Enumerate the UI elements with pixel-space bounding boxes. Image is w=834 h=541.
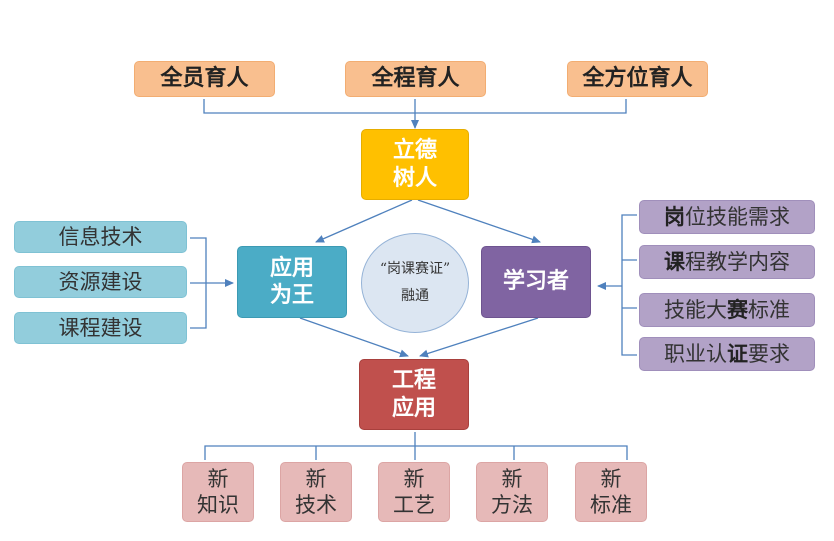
bottom-box-xinfangfa: 新 方法 [476,462,548,522]
top-box-quanyuan: 全员育人 [134,61,275,97]
right-label-jinengdasai: 技能大赛标准 [664,297,790,323]
arrow-lide-xuexizhe [417,199,541,244]
right-bold-gang: 岗 [664,204,685,229]
bottom-bracket [204,432,628,460]
node-lide-line1: 立德 [392,138,437,163]
left-box-ziyuanjianshe: 资源建设 [14,266,187,298]
right-rest-sai: 标准 [748,297,790,322]
node-xuexizhe-label: 学习者 [502,269,569,295]
bottom-line2: 工艺 [393,493,435,517]
bottom-line2: 标准 [590,493,632,517]
bottom-box-xinzhishi: 新 知识 [182,462,254,522]
right-bold-ke: 课 [664,249,685,274]
right-box-kecheng: 课程教学内容 [639,245,815,279]
right-label-gangwei: 岗位技能需求 [664,204,790,230]
left-label-xinxijishu: 信息技术 [58,224,143,249]
top-box-quanfangwei: 全方位育人 [567,61,708,97]
left-bracket [190,237,207,329]
right-pre-zheng: 职业认 [664,341,727,366]
right-bracket [621,214,637,356]
right-box-zhiyerenzheng: 职业认证要求 [639,337,815,371]
bottom-line2: 技术 [295,493,337,517]
bottom-line1: 新 [501,466,523,491]
left-label-kechengjianshe: 课程建设 [58,315,143,340]
node-lide-line2: 树人 [392,165,437,191]
arrow-lide-yingyong [315,199,413,243]
node-xuexizhe: 学习者 [481,246,591,318]
right-label-zhiyerenzheng: 职业认证要求 [664,341,790,367]
bottom-box-xinjishu: 新 技术 [280,462,352,522]
right-box-jinengdasai: 技能大赛标准 [639,293,815,327]
bottom-line1: 新 [403,466,425,491]
right-box-gangwei: 岗位技能需求 [639,200,815,234]
circle-line1: “岗课赛证” [379,261,451,278]
left-label-ziyuanjianshe: 资源建设 [58,269,143,294]
top-box-quancheng: 全程育人 [345,61,486,97]
bottom-line2: 知识 [197,493,239,517]
circle-line2: 融通 [401,288,429,304]
node-yingyong-weiwang: 应用 为王 [237,246,347,318]
node-gongcheng-line2: 应用 [391,395,436,421]
bottom-line1: 新 [207,466,229,491]
bottom-box-xinbiaozhun: 新 标准 [575,462,647,522]
right-rest-kecheng: 程教学内容 [685,249,790,274]
node-gongcheng-yingyong: 工程 应用 [359,359,469,430]
top-bracket [203,99,627,114]
bottom-line1: 新 [305,466,327,491]
top-label-quancheng: 全程育人 [371,66,460,92]
right-pre-sai: 技能大 [664,297,727,322]
right-rest-zheng: 要求 [748,341,790,366]
node-lide-shuren: 立德 树人 [361,129,469,200]
right-rest-gangwei: 位技能需求 [685,204,790,229]
bottom-line2: 方法 [491,493,533,517]
arrow-yingyong-gongcheng [299,317,409,358]
top-label-quanfangwei: 全方位育人 [582,66,693,92]
node-yingyong-line1: 应用 [269,255,314,281]
left-box-kechengjianshe: 课程建设 [14,312,187,344]
node-gongcheng-line1: 工程 [391,368,436,393]
bottom-box-xingongyi: 新 工艺 [378,462,450,522]
right-bold-sai: 赛 [727,297,748,322]
bottom-line1: 新 [600,466,622,491]
node-yingyong-line2: 为王 [269,283,314,308]
left-box-xinxijishu: 信息技术 [14,221,187,253]
right-bold-zheng: 证 [727,341,748,366]
node-gangkesaizheng-circle: “岗课赛证” 融通 [361,233,469,333]
arrow-xuexizhe-gongcheng [419,317,539,358]
right-label-kecheng: 课程教学内容 [664,249,790,275]
top-label-quanyuan: 全员育人 [160,66,249,92]
